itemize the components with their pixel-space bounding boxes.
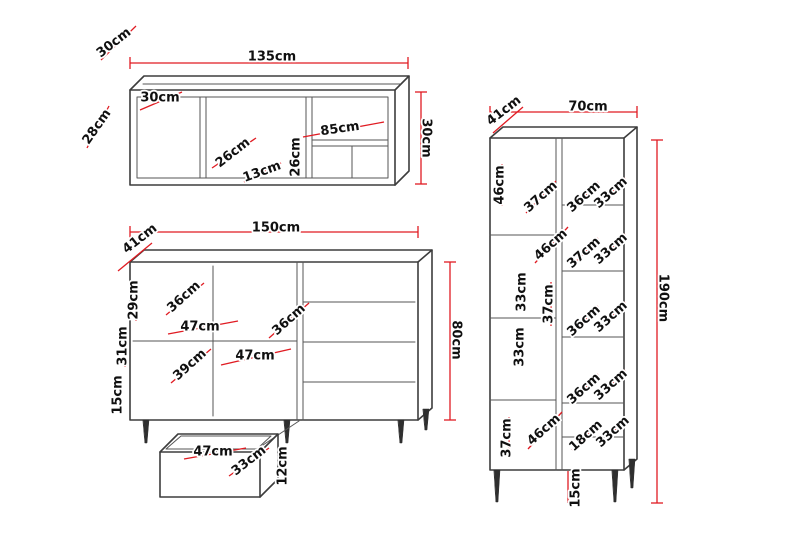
unit-tv-shelf: 30cm 135cm 30cm 30cm 28cm 26cm 26cm 85cm 13cm [78, 23, 435, 187]
dimension-label: 46cm [493, 165, 508, 204]
dimension-label: 47cm [193, 445, 232, 460]
dimension-line [598, 417, 628, 447]
tall-cabinet-outline [489, 126, 638, 503]
dimension-line [183, 447, 247, 460]
dimension-line [211, 137, 257, 169]
tv-shelf-outline [129, 75, 410, 186]
dimension-label: 13cm [241, 158, 283, 186]
dimension-label: 37cm [542, 284, 557, 323]
dimension-line [243, 162, 282, 183]
tall-cabinet-dimension-lines [489, 106, 663, 504]
dimension-line [86, 105, 110, 149]
dimension-line [165, 282, 205, 316]
dimension-label: 29cm [127, 280, 142, 319]
dimension-line [596, 233, 626, 265]
dimension-line [268, 302, 310, 339]
sideboard-dimension-lines [117, 226, 456, 482]
dimension-label: 15cm [569, 468, 584, 507]
dimension-label: 41cm [120, 221, 160, 257]
dimension-label: 12cm [276, 446, 291, 485]
dimension-label: 85cm [319, 119, 360, 139]
dimension-label: 80cm [449, 320, 464, 359]
dimension-label: 150cm [252, 221, 300, 236]
dimension-label: 47cm [235, 349, 274, 364]
dimension-label: 30cm [140, 91, 179, 106]
dimension-line [117, 242, 153, 272]
sideboard-outline [129, 249, 433, 444]
dimension-line [170, 348, 212, 384]
dimension-line [596, 369, 626, 401]
dimension-label: 15cm [111, 375, 126, 414]
dimension-label: 39cm [170, 346, 209, 383]
dimension-line [139, 91, 183, 111]
dimension-label: 26cm [289, 137, 304, 176]
tv-shelf-dimension-labels: 30cm 135cm 30cm 30cm 28cm 26cm 26cm 85cm 13cm [78, 23, 435, 187]
dimension-label: 190cm [656, 274, 671, 322]
dimension-line [220, 348, 292, 366]
dimension-label: 135cm [248, 50, 296, 65]
dimension-label: 46cm [524, 411, 563, 448]
dimension-label: 36cm [164, 278, 203, 315]
dimension-label: 33cm [513, 327, 528, 366]
dimension-line [492, 106, 524, 134]
dimension-label: 30cm [419, 118, 434, 157]
dimension-label: 28cm [80, 107, 115, 148]
dimension-line [569, 181, 599, 213]
dimension-label: 26cm [213, 135, 253, 171]
dimension-line [596, 301, 626, 333]
dimension-label: 33cm [515, 272, 530, 311]
dimension-label: 47cm [180, 320, 219, 335]
dimension-line [534, 226, 569, 264]
dimension-label: 37cm [500, 418, 515, 457]
dimension-label: 33cm [229, 443, 269, 479]
dimension-line [596, 177, 626, 209]
dimension-line [302, 121, 385, 138]
dimension-label: 46cm [531, 226, 570, 263]
dimension-line [100, 25, 137, 61]
dimension-label: 31cm [116, 326, 131, 365]
dimension-line [527, 411, 563, 450]
dimension-line [525, 180, 557, 214]
dimension-line [167, 320, 239, 335]
dimension-label: 37cm [521, 178, 560, 215]
dimension-line [571, 421, 601, 451]
dimension-line [228, 447, 270, 477]
dimension-line [569, 373, 599, 405]
tv-shelf-dimension-lines [86, 25, 427, 185]
dimension-line [569, 305, 599, 337]
dimension-label: 30cm [94, 25, 134, 61]
dimension-line [569, 237, 599, 269]
dimension-label: 70cm [568, 100, 607, 115]
